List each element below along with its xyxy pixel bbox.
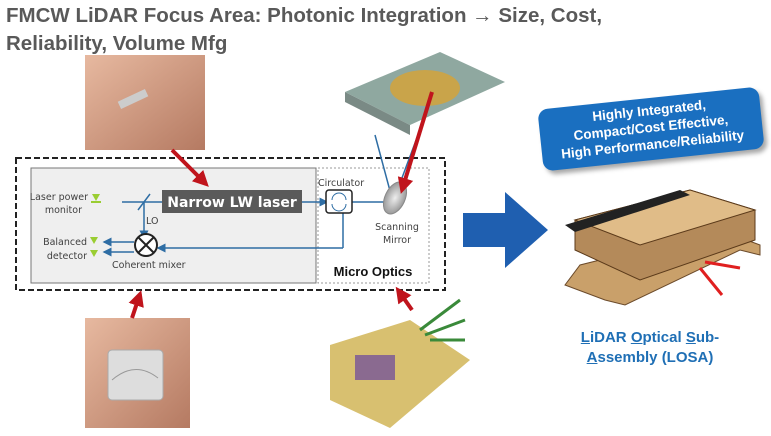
circulator-icon: [325, 189, 353, 214]
circulator-label: Circulator: [318, 178, 364, 189]
balanced-detector-label-2: detector: [47, 251, 87, 262]
system-boundary: [15, 157, 446, 291]
losa-text: iDAR: [589, 329, 631, 346]
laser-chip-on-finger-photo: [85, 55, 205, 150]
power-monitor-label-2: monitor: [45, 205, 82, 216]
losa-text: ssembly (LOSA): [597, 349, 714, 366]
losa-letter: S: [685, 329, 696, 346]
power-monitor-label: Laser power: [30, 192, 88, 203]
beam-splitter: [137, 193, 151, 211]
micro-optics-label: Micro Optics: [334, 264, 413, 279]
laser-label: Narrow LW laser: [167, 195, 297, 211]
losa-package-image: [564, 189, 761, 306]
big-arrow-right-icon: [463, 192, 548, 268]
losa-text: ptical: [642, 329, 686, 346]
photodiode-icon: [91, 194, 101, 203]
slide-title: FMCW LiDAR Focus Area: Photonic Integrat…: [6, 2, 602, 58]
title-line-1: FMCW LiDAR Focus Area: Photonic Integrat…: [6, 4, 603, 27]
losa-letter: L: [580, 329, 590, 346]
scanning-mirror-label: Scanning: [375, 222, 419, 233]
losa-caption: LiDAR Optical Sub- Assembly (LOSA): [565, 328, 735, 368]
losa-letter: O: [630, 329, 643, 346]
scanning-mirror-label-2: Mirror: [383, 235, 411, 246]
red-pointer-arrows: [128, 91, 434, 319]
lo-label: LO: [146, 216, 158, 227]
coherent-mixer-label: Coherent mixer: [112, 260, 186, 271]
losa-letter: A: [586, 349, 598, 366]
balanced-photodiode-icon: [90, 237, 98, 257]
mixer-chip-on-finger-photo: [85, 318, 190, 428]
micro-optics-assembly-photo: [330, 298, 470, 428]
pic-region: [30, 167, 317, 284]
narrow-lw-laser-block: [162, 190, 302, 213]
balanced-detector-label: Balanced: [43, 237, 87, 248]
title-line-2: Reliability, Volume Mfg: [6, 32, 228, 55]
coherent-mixer-icon: [134, 233, 158, 257]
mems-mirror-photo: [345, 52, 505, 135]
losa-text: ub-: [695, 329, 720, 346]
